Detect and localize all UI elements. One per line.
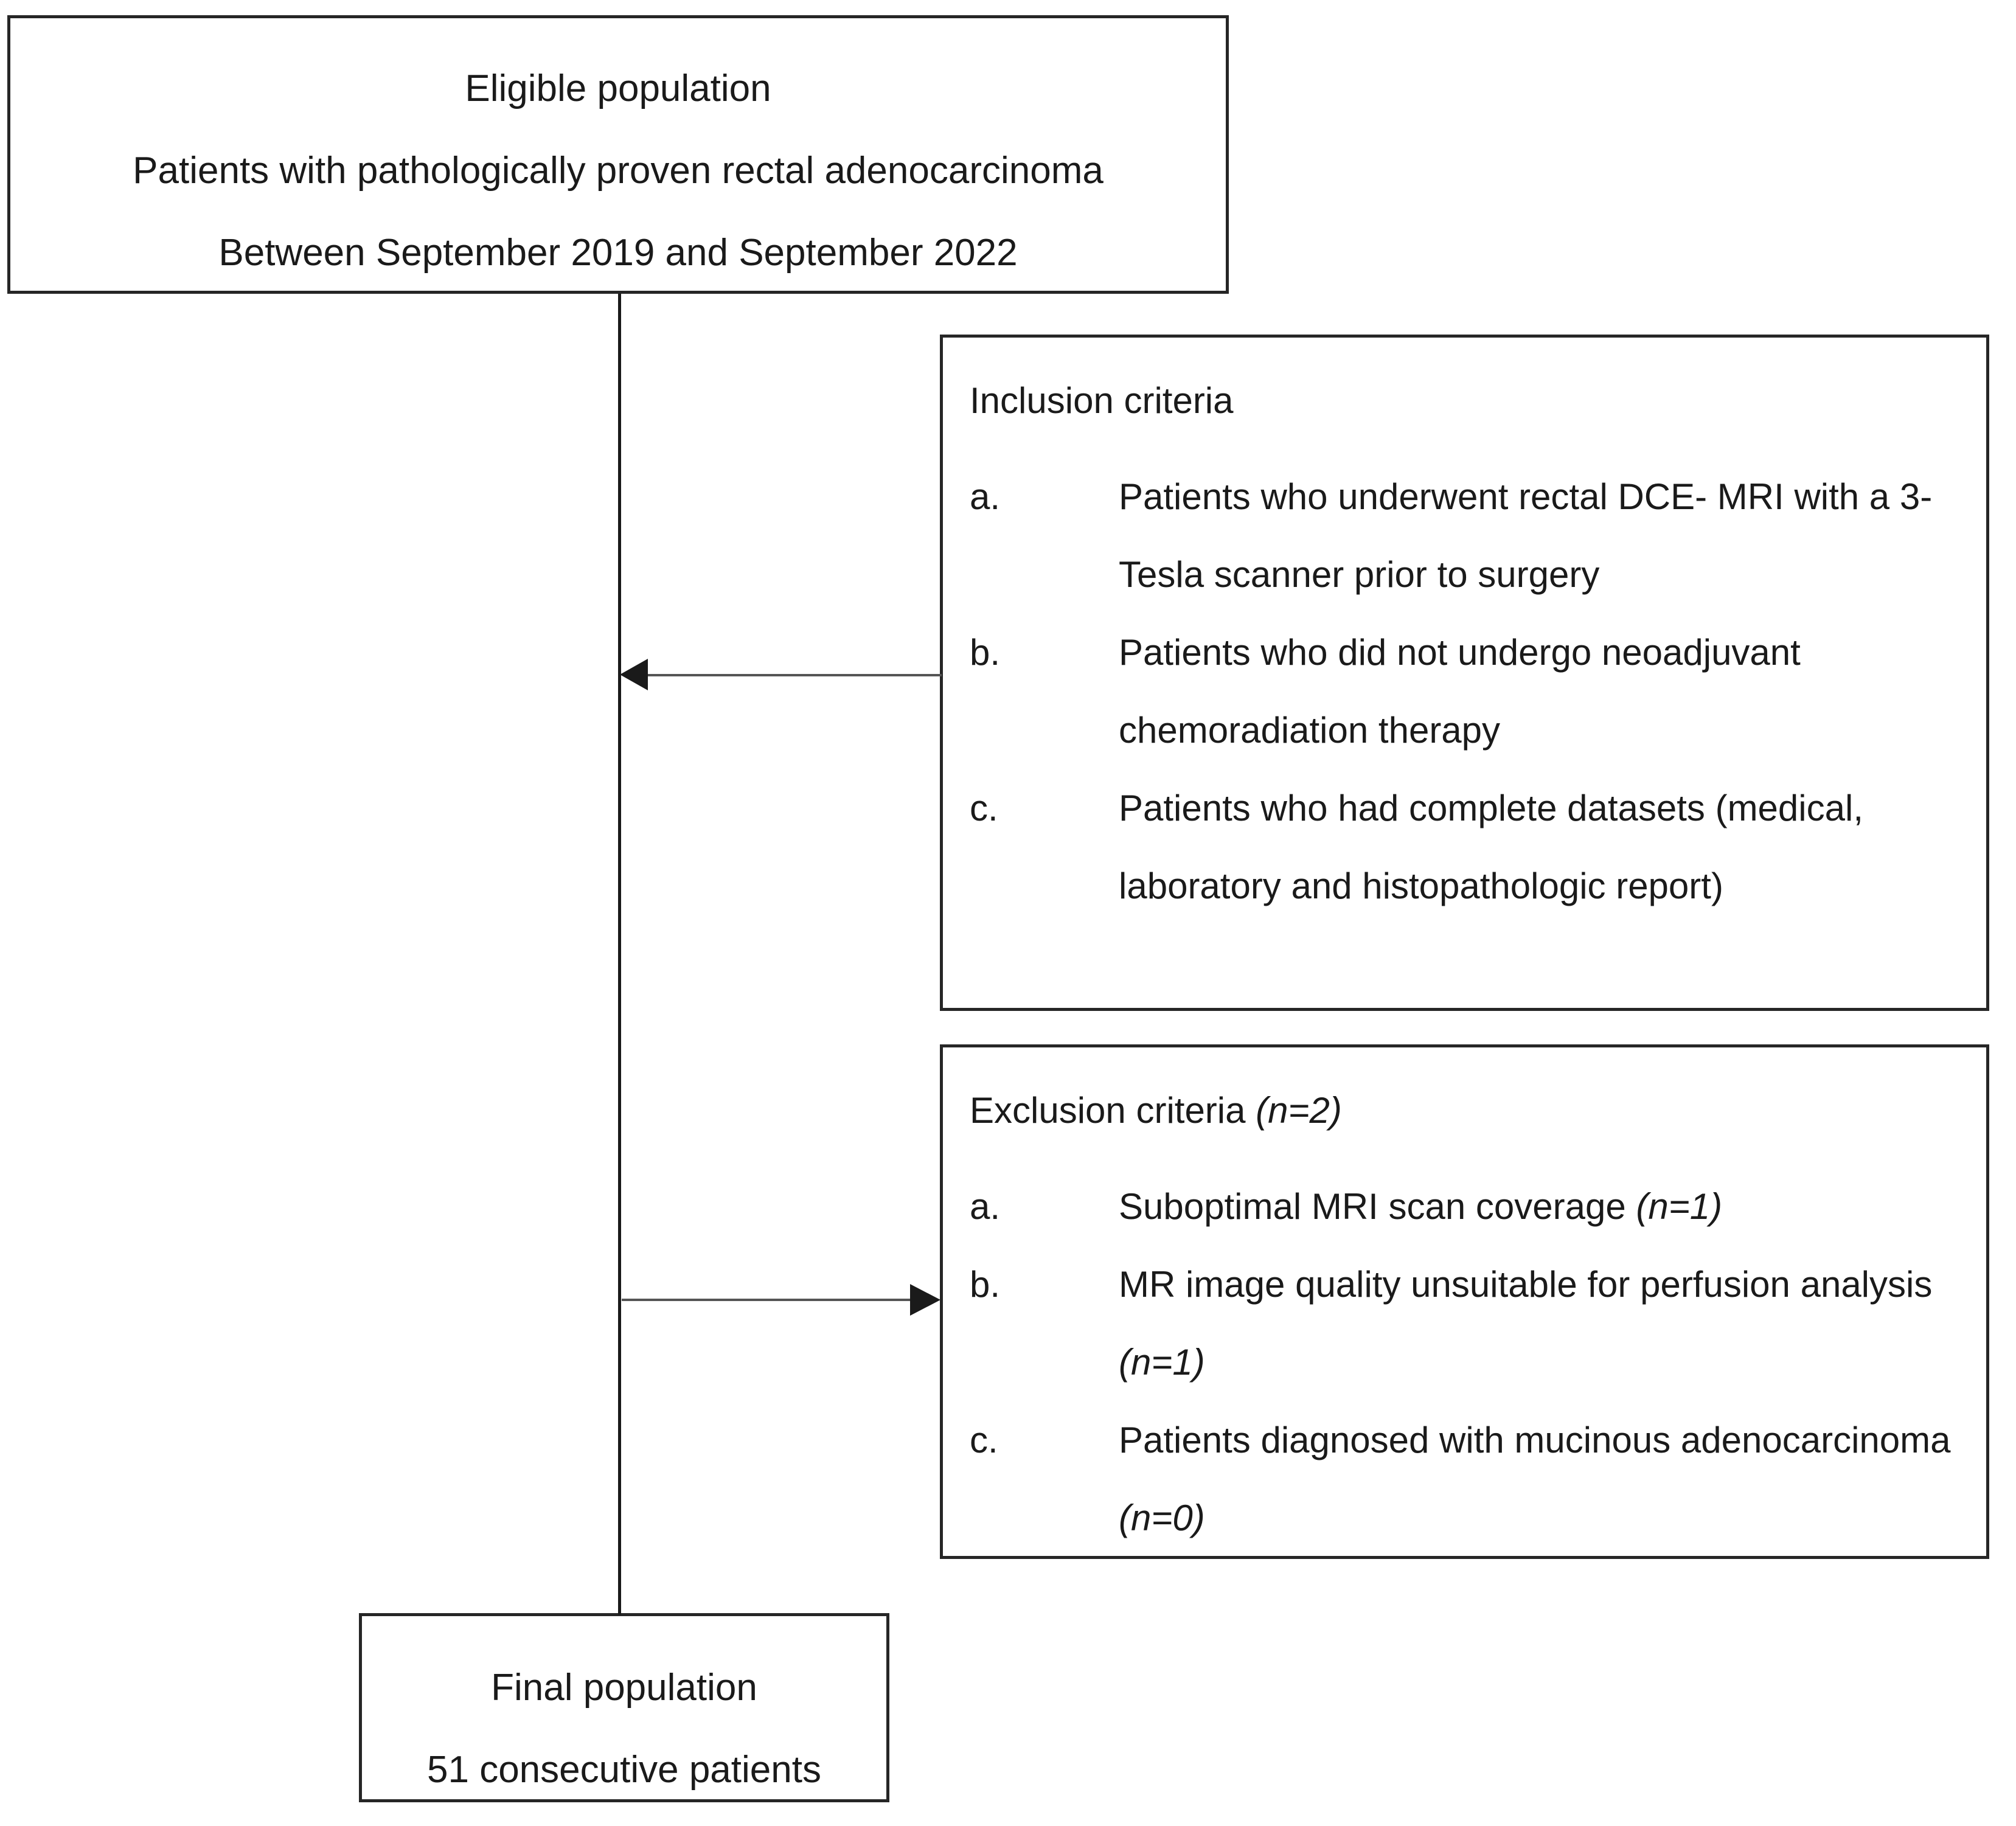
- exclusion-text-a-label: Suboptimal MRI scan coverage: [1119, 1186, 1636, 1227]
- inclusion-marker-a: a.: [970, 476, 1001, 517]
- inclusion-criteria-item-b: b. Patients who did not undergo neoadjuv…: [970, 614, 1968, 769]
- final-population-box: Final population 51 consecutive patients: [359, 1613, 889, 1802]
- exclusion-marker-c: c.: [970, 1420, 998, 1460]
- inclusion-text-c: Patients who had complete datasets (medi…: [1119, 788, 1863, 906]
- exclusion-criteria-heading: Exclusion criteria (n=2): [970, 1089, 1342, 1133]
- eligible-population-line-1: Eligible population: [465, 68, 771, 109]
- exclusion-criteria-item-c: c. Patients diagnosed with mucinous aden…: [970, 1401, 1968, 1557]
- exclusion-text-a: Suboptimal MRI scan coverage (n=1): [1119, 1168, 1968, 1246]
- exclusion-criteria-item-a: a. Suboptimal MRI scan coverage (n=1): [970, 1168, 1968, 1246]
- main-vertical-connector: [618, 294, 621, 1615]
- exclusion-connector-line: [622, 1299, 938, 1301]
- exclusion-criteria-list: a. Suboptimal MRI scan coverage (n=1) b.…: [970, 1168, 1968, 1557]
- final-population-text: Final population 51 consecutive patients: [362, 1647, 886, 1811]
- exclusion-criteria-heading-label: Exclusion criteria: [970, 1090, 1246, 1131]
- final-population-line-2: 51 consecutive patients: [427, 1749, 821, 1791]
- exclusion-text-c: Patients diagnosed with mucinous adenoca…: [1119, 1401, 1968, 1557]
- exclusion-arrow-right-icon: [910, 1284, 940, 1316]
- inclusion-criteria-box: Inclusion criteria a. Patients who under…: [940, 335, 1989, 1011]
- exclusion-count-a: (n=1): [1636, 1186, 1723, 1227]
- inclusion-criteria-heading: Inclusion criteria: [970, 380, 1234, 421]
- inclusion-arrow-left-icon: [620, 659, 648, 690]
- exclusion-criteria-heading-count: (n=2): [1256, 1090, 1342, 1131]
- exclusion-criteria-item-b: b. MR image quality unsuitable for perfu…: [970, 1246, 1968, 1401]
- inclusion-text-b: Patients who did not undergo neoadjuvant…: [1119, 632, 1801, 751]
- exclusion-text-c-label: Patients diagnosed with mucinous adenoca…: [1119, 1420, 1951, 1460]
- exclusion-text-b: MR image quality unsuitable for perfusio…: [1119, 1246, 1968, 1401]
- eligible-population-box: Eligible population Patients with pathol…: [7, 15, 1229, 294]
- eligible-population-text: Eligible population Patients with pathol…: [10, 47, 1226, 294]
- inclusion-text-a: Patients who underwent rectal DCE- MRI w…: [1119, 476, 1933, 595]
- eligible-population-line-2: Patients with pathologically proven rect…: [133, 150, 1104, 192]
- final-population-line-1: Final population: [491, 1667, 757, 1709]
- inclusion-criteria-list: a. Patients who underwent rectal DCE- MR…: [970, 458, 1968, 925]
- inclusion-marker-b: b.: [970, 632, 1001, 673]
- exclusion-count-c: (n=0): [1119, 1498, 1205, 1538]
- exclusion-text-b-label: MR image quality unsuitable for perfusio…: [1119, 1264, 1933, 1305]
- exclusion-marker-b: b.: [970, 1264, 1001, 1305]
- inclusion-connector-line: [624, 674, 942, 676]
- exclusion-criteria-box: Exclusion criteria (n=2) a. Suboptimal M…: [940, 1044, 1989, 1559]
- inclusion-marker-c: c.: [970, 788, 998, 828]
- eligible-population-line-3: Between September 2019 and September 202…: [218, 232, 1018, 274]
- exclusion-count-b: (n=1): [1119, 1342, 1205, 1383]
- inclusion-criteria-item-a: a. Patients who underwent rectal DCE- MR…: [970, 458, 1968, 614]
- exclusion-marker-a: a.: [970, 1186, 1001, 1227]
- inclusion-criteria-item-c: c. Patients who had complete datasets (m…: [970, 769, 1968, 925]
